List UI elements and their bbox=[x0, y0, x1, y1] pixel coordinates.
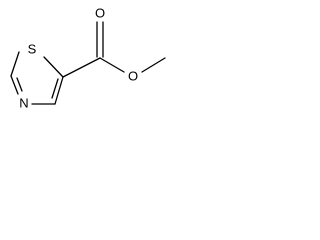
atom-carbonyl-oxygen: O bbox=[95, 6, 105, 21]
thiazole-ester-structure: S N O O bbox=[10, 6, 166, 111]
atom-nitrogen: N bbox=[19, 96, 28, 111]
bond-o-methyl bbox=[141, 57, 166, 73]
bond-c5-s bbox=[43, 56, 64, 78]
bond-carbonyl-o-ester bbox=[99, 57, 125, 73]
bond-s-c2 bbox=[10, 51, 20, 77]
atom-sulfur: S bbox=[28, 42, 37, 57]
bond-c4-c5 bbox=[54, 76, 64, 105]
bond-c2-n3-inner bbox=[16, 77, 23, 92]
bond-c4-c5-inner bbox=[51, 78, 59, 99]
bond-c5-carbonyl bbox=[62, 57, 101, 78]
atom-ester-oxygen: O bbox=[128, 69, 138, 84]
bond-c2-n3 bbox=[10, 75, 19, 95]
